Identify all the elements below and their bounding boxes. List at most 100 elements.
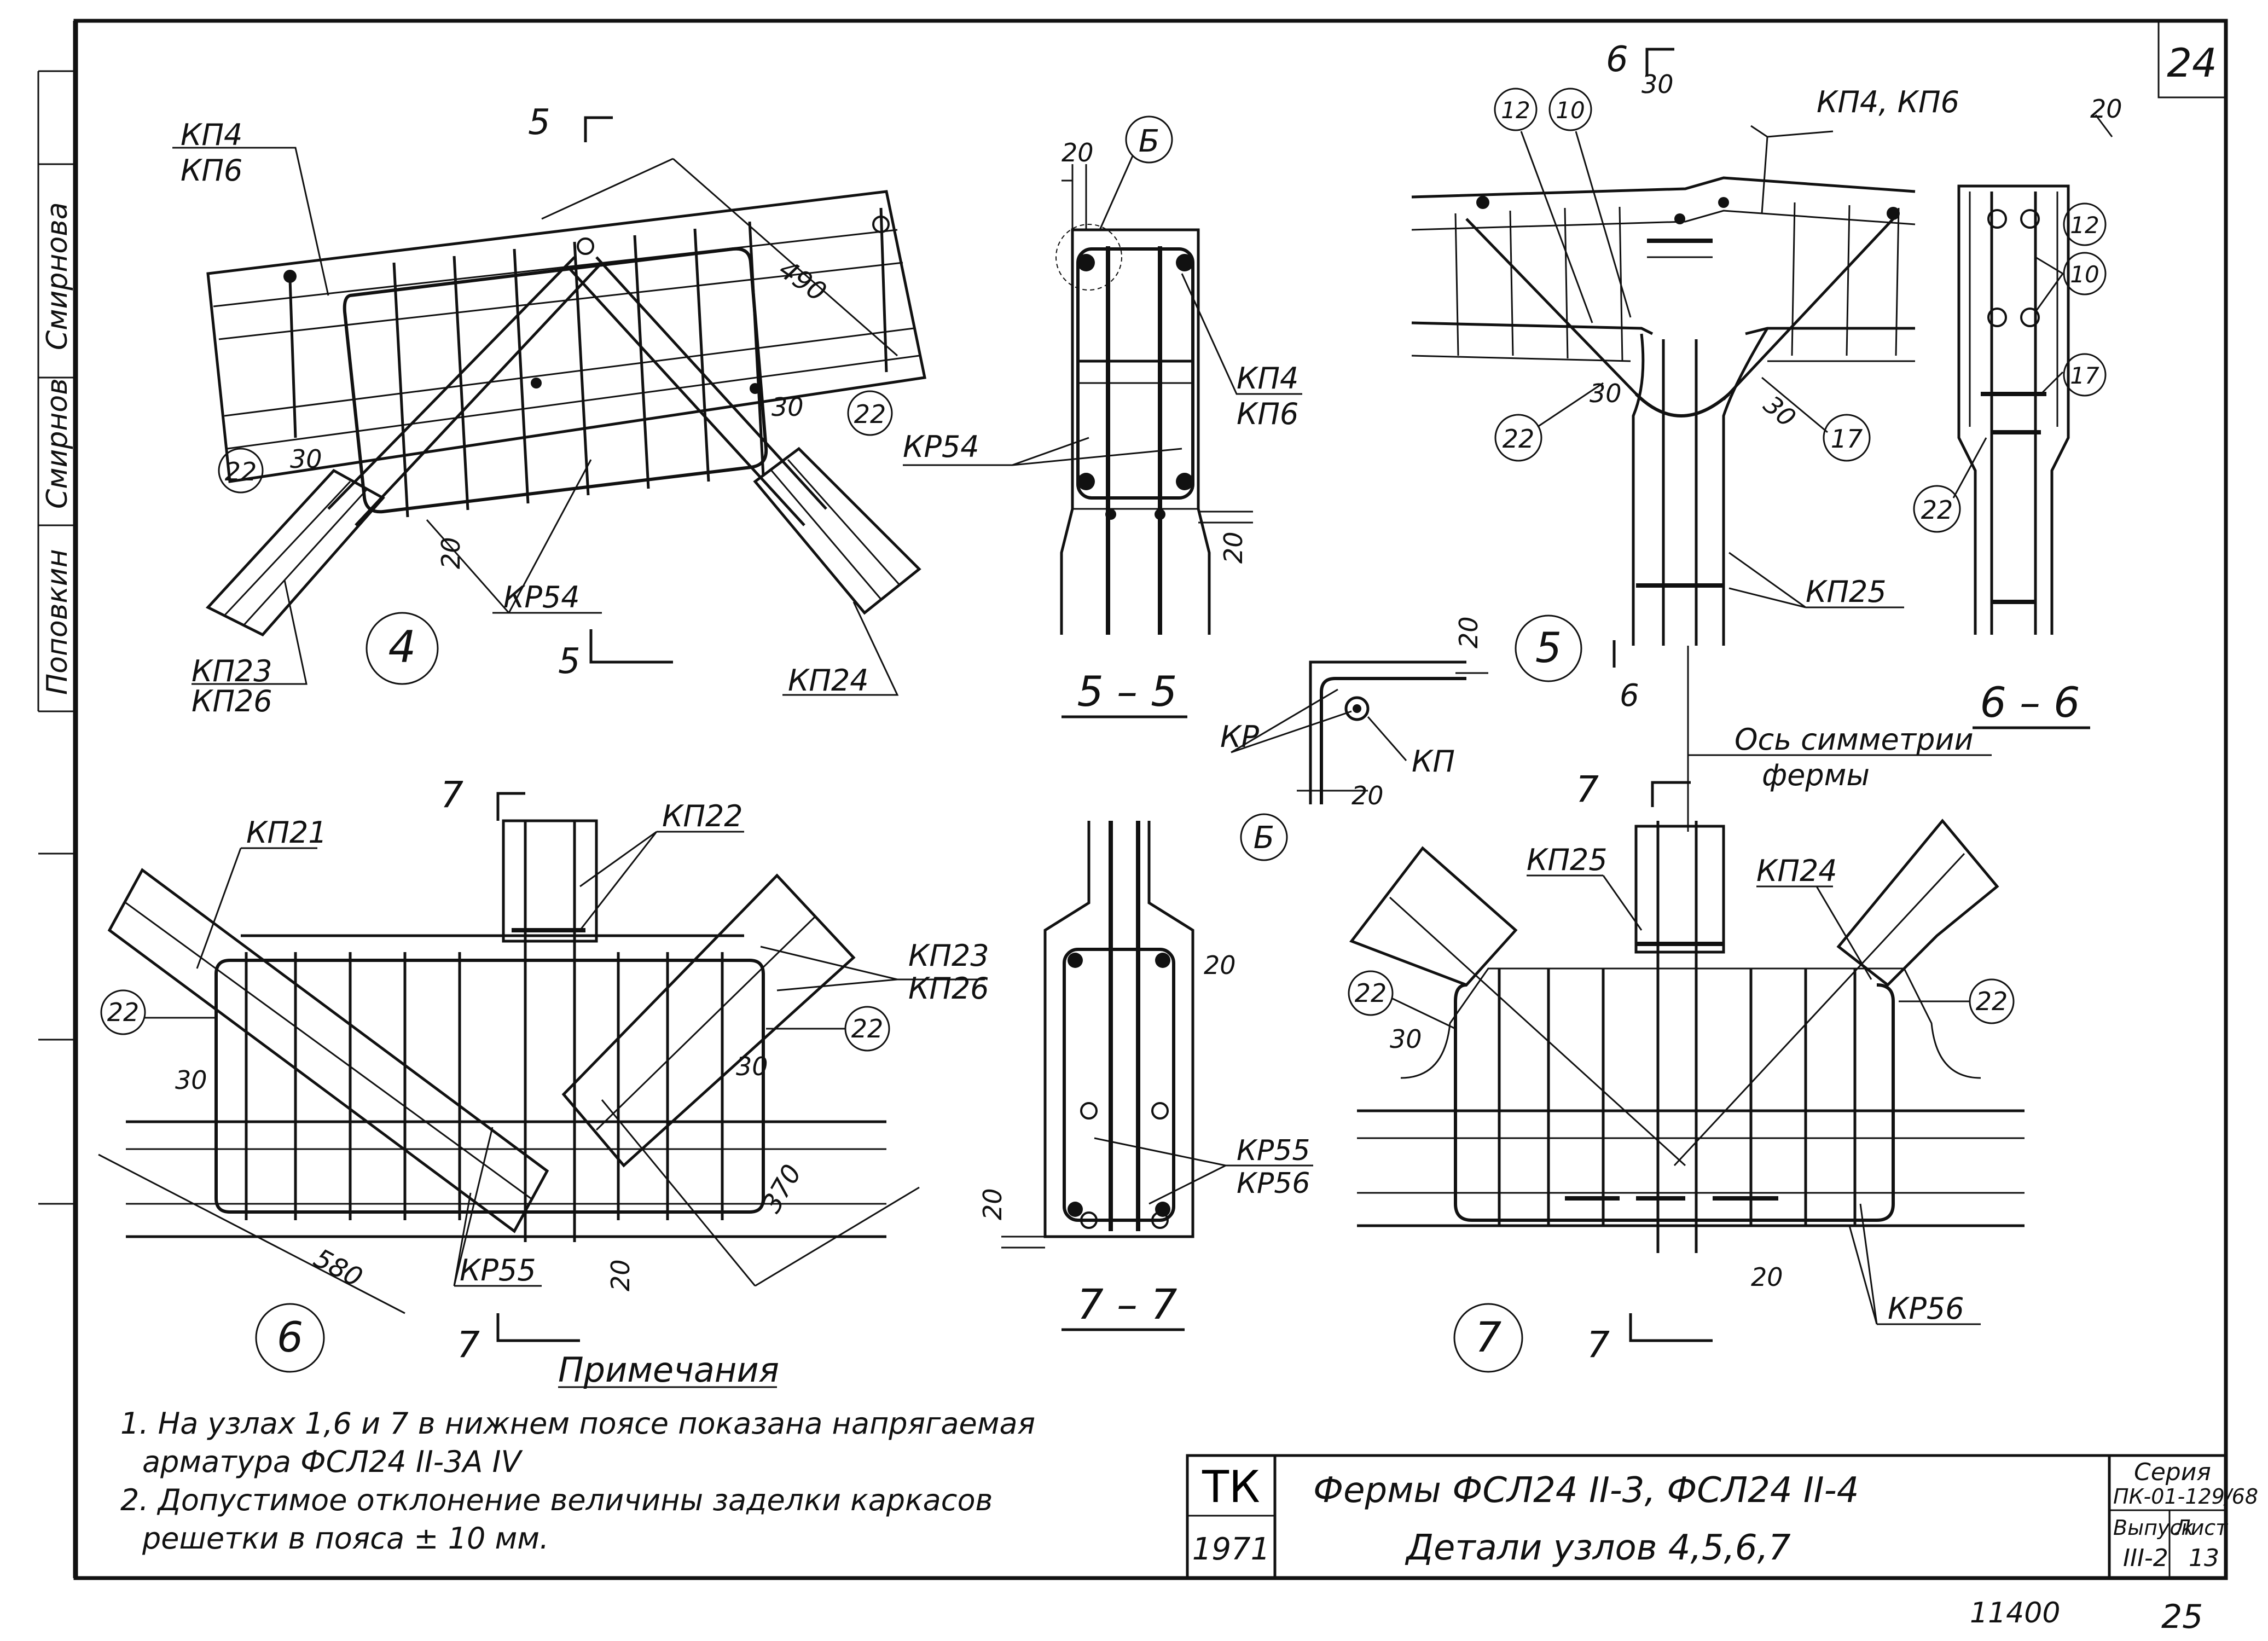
detail-b-drawing [1231,660,1488,861]
section55-dim-0: 20 [1062,138,1094,167]
node6-section-mark-top: 7 [440,774,463,816]
node7-dim-0: 30 [1390,1024,1422,1054]
node6-callout-0: 22 [107,998,140,1027]
section55-label-chord: КП4 [1237,361,1298,396]
node4-dim-1: 30 [290,444,322,474]
section55-title: 5 – 5 [1077,667,1177,716]
node4-callout-1: 22 [854,399,886,429]
node4-section-mark-top: 5 [528,102,550,143]
section66-callout-3: 22 [1921,495,1953,525]
node6-label-brace-left: КП21 [246,815,327,850]
node7-callout-0: 22 [1355,978,1387,1008]
bottom-number: 25 [2161,1598,2203,1636]
title-line-2: Детали узлов 4,5,6,7 [1405,1528,1791,1568]
node5-dim-1: 30 [1590,379,1622,408]
stamp-cell-2: Смирнов [41,378,74,509]
detailB-dim-1: 20 [1351,781,1384,810]
node6-dim-4: 20 [606,1259,635,1291]
stamp-cell-3: Поповкин [41,549,74,695]
section77-label-cage-alt: КР56 [1237,1167,1310,1200]
node4-dim-3: 20 [436,537,466,569]
node6-dim-1: 30 [736,1052,768,1081]
node7-label-cage: КР56 [1888,1291,1964,1326]
side-stamp [37,70,76,1205]
detailB-dim-0: 20 [1454,616,1483,648]
node-5-drawing [1411,48,1992,832]
node7-label-post: КП25 [1527,843,1608,877]
node7-section-mark-top: 7 [1576,768,1599,810]
archive-code: 11400 [1970,1597,2060,1630]
issue-value: III-2 [2123,1544,2168,1572]
node7-callout-1: 22 [1976,987,2008,1016]
node5-section-mark-top: 6 [1606,39,1628,80]
node7-label-brace: КП24 [1756,854,1837,888]
node6-label-brace-right-alt: КП26 [908,971,989,1006]
section77-dim-0: 20 [1204,950,1236,980]
node5-label-chords: КП4, КП6 [1817,85,1959,119]
node5-label-post: КП25 [1806,575,1887,609]
section77-label-cage: КР55 [1237,1134,1310,1167]
node5-callout-1: 10 [1556,97,1585,124]
detailB-label-cage: КР [1220,720,1259,754]
node-7-drawing [1348,781,2025,1373]
sheet-label: Лист [2174,1516,2229,1540]
node4-dim-2: 30 [772,392,804,422]
title-line-1: Фермы ФСЛ24 II-3, ФСЛ24 II-4 [1313,1470,1859,1511]
title-org: ТК [1202,1462,1260,1512]
series-value: ПК-01-129/68 [2113,1485,2258,1509]
node5-dim-0: 30 [1641,69,1674,99]
node6-label-post: КП22 [662,799,743,833]
sheet-value: 13 [2189,1544,2219,1572]
section66-title: 6 – 6 [1980,678,2080,727]
node5-section-mark-bottom: 6 [1620,678,1639,714]
node4-label-chord-alt: КП6 [181,153,242,188]
node7-dim-1: 20 [1751,1262,1783,1292]
node6-label-brace-right: КП23 [908,938,989,973]
section-5-5-drawing [903,115,1302,718]
page-number: 24 [2167,40,2217,86]
node6-callout-1: 22 [851,1014,884,1043]
section66-callout-1: 10 [2070,261,2099,288]
node7-section-mark-bottom: 7 [1587,1324,1610,1366]
title-block [1186,1454,2228,1580]
detailB-label-rod: КП [1412,744,1455,779]
node4-label-brace-left-alt: КП26 [192,684,272,718]
notes-line-2: арматура ФСЛ24 II-3А IV [142,1445,524,1479]
node6-label-cage: КР55 [460,1253,536,1288]
node6-number: 6 [277,1313,303,1361]
node5-callout-2: 22 [1503,424,1535,454]
section-6-6-drawing [1913,114,2113,729]
section-7-7-drawing [1001,821,1313,1331]
node4-label-brace-right: КП24 [788,663,869,698]
node6-dim-0: 30 [175,1065,207,1095]
notes-heading: Примечания [558,1350,779,1390]
node6-section-mark-bottom: 7 [457,1324,480,1366]
section55-dim-1: 20 [1219,531,1248,564]
section77-title: 7 – 7 [1077,1280,1177,1329]
stamp-cell-1: Смирнова [41,202,74,350]
node4-callout-0: 22 [225,457,257,486]
node4-label-cage: КР54 [503,580,580,614]
node5-callout-0: 12 [1501,97,1530,124]
section77-dim-1: 20 [978,1188,1007,1220]
issue-label: Выпуск [2113,1516,2194,1540]
node4-dim-0: 490 [773,254,832,308]
node5-dim-2: 30 [1758,390,1802,433]
node5-number: 5 [1535,623,1562,672]
node-6-drawing [98,792,985,1373]
notes-line-4: решетки в пояса ± 10 мм. [142,1521,549,1556]
detailB-callout: Б [1254,820,1274,856]
node5-callout-3: 17 [1831,424,1863,454]
axis-label-2: фермы [1762,758,1870,792]
node7-number: 7 [1475,1313,1501,1361]
section55-label-chord-alt: КП6 [1237,397,1298,431]
section66-dim-0: 20 [2090,94,2122,124]
section66-callout-0: 12 [2070,212,2099,239]
title-year: 1971 [1192,1532,1271,1567]
axis-label-1: Ось симметрии [1735,722,1974,757]
node-4-drawing [172,116,926,696]
section55-label-cage: КР54 [903,430,979,464]
node4-number: 4 [388,622,416,672]
series-label: Серия [2134,1458,2211,1486]
